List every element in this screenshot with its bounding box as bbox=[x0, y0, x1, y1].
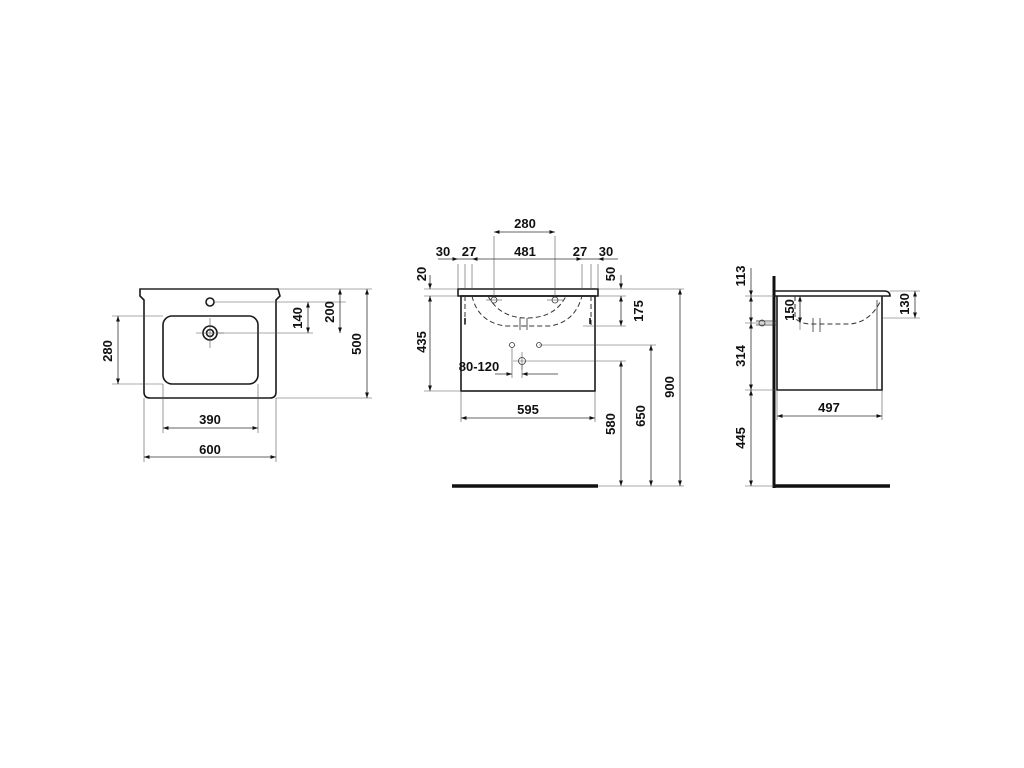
dim-bowl-depth: 280 bbox=[100, 340, 115, 362]
side-bowl-hidden bbox=[794, 296, 881, 325]
dim-siphon-range: 80-120 bbox=[459, 359, 499, 374]
dim-left-margin: 30 bbox=[436, 244, 450, 259]
counter-top bbox=[457, 288, 599, 297]
top-view: 280 390 600 140 200 500 bbox=[100, 288, 372, 462]
dim-bowl-depth-front: 175 bbox=[631, 300, 646, 322]
dim-right-leg: 27 bbox=[573, 244, 587, 259]
dim-cabinet-height: 435 bbox=[414, 331, 429, 353]
side-top bbox=[775, 290, 891, 297]
bowl-outline bbox=[162, 315, 259, 385]
dim-drain-offset: 140 bbox=[290, 307, 305, 329]
basin-outline bbox=[139, 288, 281, 399]
dim-cabinet-width: 595 bbox=[517, 402, 539, 417]
dim-tap-offset: 200 bbox=[322, 301, 337, 323]
siphon-left bbox=[509, 342, 515, 348]
side-cabinet bbox=[776, 296, 883, 391]
dim-drain-spacing: 280 bbox=[514, 216, 536, 231]
dim-top-zone: 113 bbox=[733, 266, 748, 287]
dim-top-thickness: 20 bbox=[414, 267, 429, 281]
dim-inner-width: 481 bbox=[514, 244, 536, 259]
front-view: 280 30 27 481 27 30 20 50 175 435 80-120… bbox=[414, 216, 684, 488]
dim-bowl-width: 390 bbox=[199, 412, 221, 427]
dim-overall-width: 600 bbox=[199, 442, 221, 457]
bowl-hidden bbox=[471, 295, 583, 327]
dim-floor-gap: 445 bbox=[733, 427, 748, 449]
tap-hole bbox=[205, 297, 215, 307]
dim-siphon-height: 580 bbox=[603, 413, 618, 435]
dim-drawer-height: 314 bbox=[733, 344, 748, 366]
drain-pipe bbox=[519, 318, 528, 330]
dim-top-height: 900 bbox=[662, 376, 677, 398]
dim-cabinet-depth: 497 bbox=[818, 400, 840, 415]
dim-rim-height: 130 bbox=[897, 293, 912, 315]
dim-inner-depth: 150 bbox=[782, 299, 797, 321]
cabinet-body bbox=[460, 295, 596, 392]
dim-overflow-height: 650 bbox=[633, 405, 648, 427]
side-drain bbox=[812, 318, 821, 332]
side-view: 113 150 130 314 497 445 bbox=[733, 266, 920, 488]
dim-left-leg: 27 bbox=[462, 244, 476, 259]
dim-overall-depth: 500 bbox=[349, 333, 364, 355]
dim-right-margin: 30 bbox=[599, 244, 613, 259]
dim-top-right: 50 bbox=[603, 267, 618, 281]
